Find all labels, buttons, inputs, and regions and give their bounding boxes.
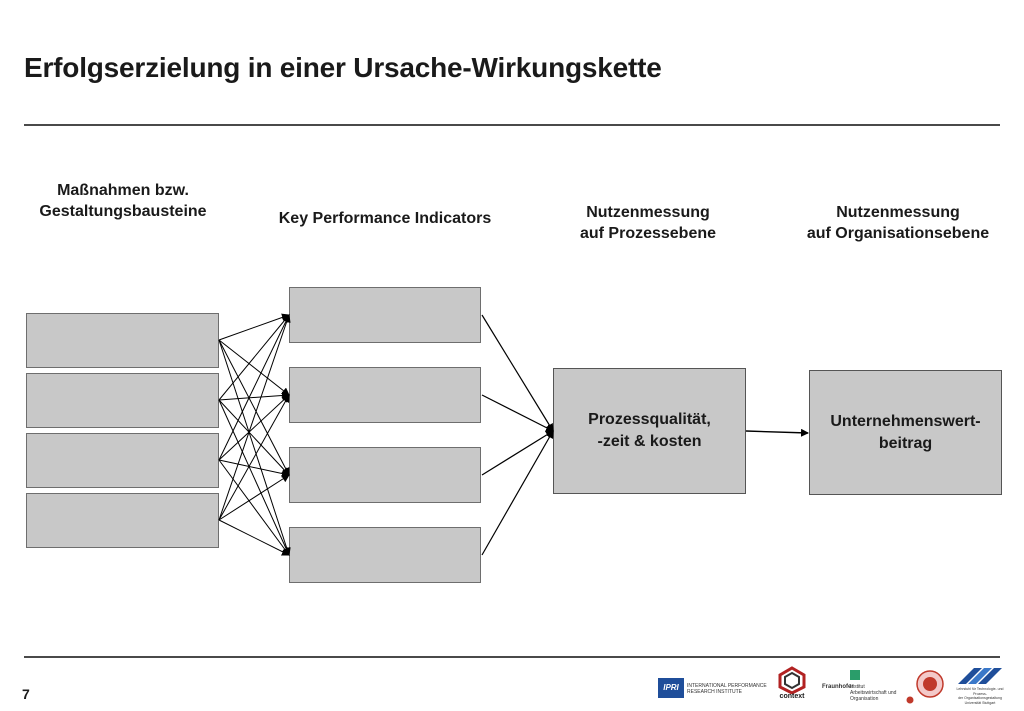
organisation-box: Unternehmenswert- beitrag (809, 370, 1002, 495)
measure4-to-kpi3-arrow (218, 474, 290, 521)
measure-box-1 (26, 313, 219, 368)
measure2-to-kpi2-arrow (218, 391, 290, 401)
measure1-to-kpi1-arrow (218, 313, 290, 341)
measure2-to-kpi4-arrow (218, 399, 290, 556)
measure1-to-kpi3-arrow (218, 339, 290, 476)
organisation-heading-line1: Nutzenmessung (836, 204, 960, 221)
university-seal-icon (906, 670, 944, 704)
footer-divider (24, 656, 1000, 658)
organisation-heading-line2: auf Organisationsebene (806, 225, 990, 242)
ipri-logo-text: INTERNATIONAL PERFORMANCE RESEARCH INSTI… (687, 683, 767, 695)
column-heading-measures: Maßnahmen bzw. Gestaltungsbausteine (18, 180, 228, 222)
measure2-to-kpi1-arrow (218, 314, 290, 401)
university-seal-logo (904, 666, 948, 706)
kpi-to-process-arrows (481, 314, 554, 556)
organisation-box-line1: Unternehmenswert- (830, 412, 981, 430)
measure-to-kpi-arrows (218, 313, 291, 556)
context-logo: context (776, 666, 808, 702)
process-box-line1: Prozessqualität, (588, 411, 711, 428)
chair-logo-icon (958, 668, 1002, 684)
slide-title: Erfolgserzielung in einer Ursache-Wirkun… (24, 52, 662, 83)
kpi2-to-process-arrow (481, 394, 554, 432)
page-number: 7 (22, 686, 30, 702)
kpi-box-4 (289, 527, 481, 583)
kpi4-to-process-arrow (481, 430, 554, 556)
process-to-organisation-arrow (745, 428, 809, 437)
measures-heading-line2: Gestaltungsbausteine (39, 203, 207, 220)
measure1-to-kpi4-arrow (218, 339, 291, 556)
context-logo-text: context (779, 693, 805, 700)
fraunhofer-text: Institut Arbeitswirtschaft und Organisat… (850, 684, 897, 702)
process-box: Prozessqualität, -zeit & kosten (553, 368, 746, 494)
measure2-to-kpi3-arrow (218, 399, 290, 476)
column-heading-kpi: Key Performance Indicators (250, 208, 520, 229)
process-heading-line1: Nutzenmessung (586, 204, 710, 221)
chair-logo-text: Lehrstuhl für Technologie- und Prozess- … (956, 687, 1004, 705)
measure4-to-kpi4-arrow (218, 519, 290, 556)
kpi-heading-line1: Key Performance Indicators (278, 210, 492, 227)
process-box-line2: -zeit & kosten (597, 433, 702, 450)
organisation-box-line2: beitrag (878, 434, 933, 452)
measures-heading-line1: Maßnahmen bzw. (57, 182, 189, 199)
measure4-to-kpi2-arrow (218, 394, 290, 521)
measure3-to-kpi2-arrow (218, 394, 290, 461)
fraunhofer-logo: Fraunhofer Institut Arbeitswirtschaft un… (822, 670, 896, 704)
measure3-to-kpi3-arrow (218, 459, 290, 478)
measure3-to-kpi1-arrow (218, 314, 290, 461)
ipri-logo: IPRI INTERNATIONAL PERFORMANCE RESEARCH … (658, 678, 768, 700)
fraunhofer-brand: Fraunhofer (822, 684, 854, 690)
measure4-to-kpi1-arrow (218, 314, 291, 521)
title-divider (24, 124, 1000, 126)
kpi-box-2 (289, 367, 481, 423)
process-heading-line2: auf Prozessebene (579, 225, 717, 242)
measure-box-4 (26, 493, 219, 548)
kpi1-to-process-arrow (481, 314, 554, 432)
kpi-box-3 (289, 447, 481, 503)
column-heading-organisation: Nutzenmessung auf Organisationsebene (786, 202, 1010, 244)
context-logo-icon (778, 666, 806, 695)
column-heading-process: Nutzenmessung auf Prozessebene (548, 202, 748, 244)
measure-box-3 (26, 433, 219, 488)
kpi3-to-process-arrow (481, 430, 554, 476)
measure-box-2 (26, 373, 219, 428)
measure3-to-kpi4-arrow (218, 459, 290, 556)
fraunhofer-logo-mark (850, 670, 860, 680)
measure1-to-kpi2-arrow (218, 339, 290, 396)
ipri-logo-mark: IPRI (658, 678, 684, 698)
chair-logo: Lehrstuhl für Technologie- und Prozess- … (956, 664, 1004, 705)
